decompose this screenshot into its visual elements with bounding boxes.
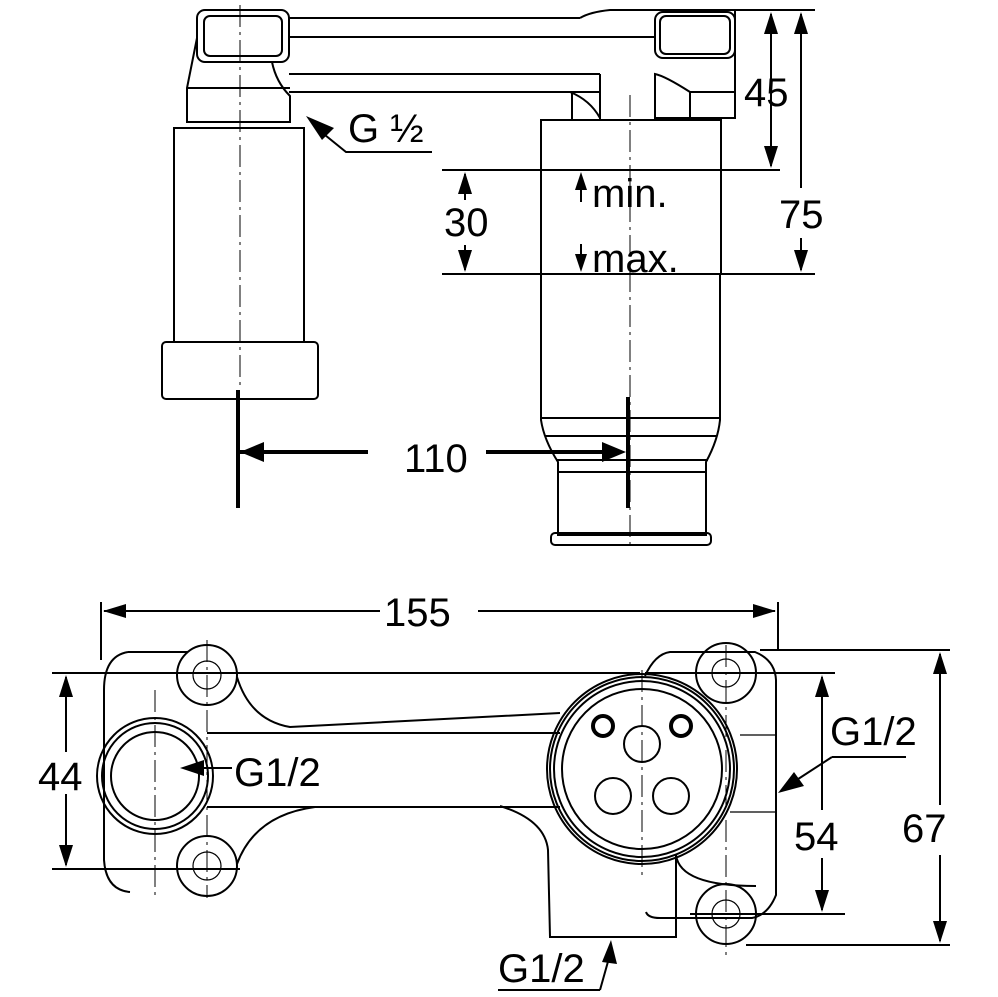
thread-callout-bottom: G1/2 (498, 940, 617, 991)
body-outline (96, 644, 561, 897)
dim-30: 30 (442, 169, 541, 275)
min-label: min. (592, 172, 668, 216)
dim-44: 44 (38, 672, 640, 870)
dim-110-label: 110 (404, 437, 468, 481)
min-max-markers: min. max. (575, 172, 679, 281)
dim-155: 155 (100, 591, 779, 660)
thread-callout-left: G1/2 (180, 751, 321, 795)
dim-110: 110 (236, 390, 630, 508)
bridge-bar (289, 9, 735, 120)
dim-54: 54 (645, 672, 845, 915)
dim-75-label: 75 (779, 193, 824, 237)
dim-30-label: 30 (444, 201, 489, 245)
thread-label-top: G ½ (348, 107, 424, 151)
dim-67: 67 (746, 649, 950, 946)
thread-label-right: G1/2 (830, 710, 917, 754)
plan-view: 155 (38, 591, 950, 991)
left-connector (161, 9, 319, 400)
thread-callout-top: G ½ (306, 107, 432, 153)
dim-67-label: 67 (902, 807, 947, 851)
dim-75: 75 (721, 12, 824, 275)
thread-callout-right: G1/2 (778, 710, 917, 793)
dim-45-label: 45 (744, 71, 789, 115)
right-connector (540, 10, 736, 546)
thread-label-left: G1/2 (234, 751, 321, 795)
dim-155-label: 155 (384, 591, 451, 635)
side-view: G ½ 45 75 30 (161, 5, 824, 548)
dim-44-label: 44 (38, 755, 83, 799)
thread-label-bottom: G1/2 (498, 947, 585, 991)
right-body (499, 642, 777, 945)
dim-54-label: 54 (794, 815, 839, 859)
dim-45: 45 (721, 9, 815, 171)
max-label: max. (592, 237, 679, 281)
